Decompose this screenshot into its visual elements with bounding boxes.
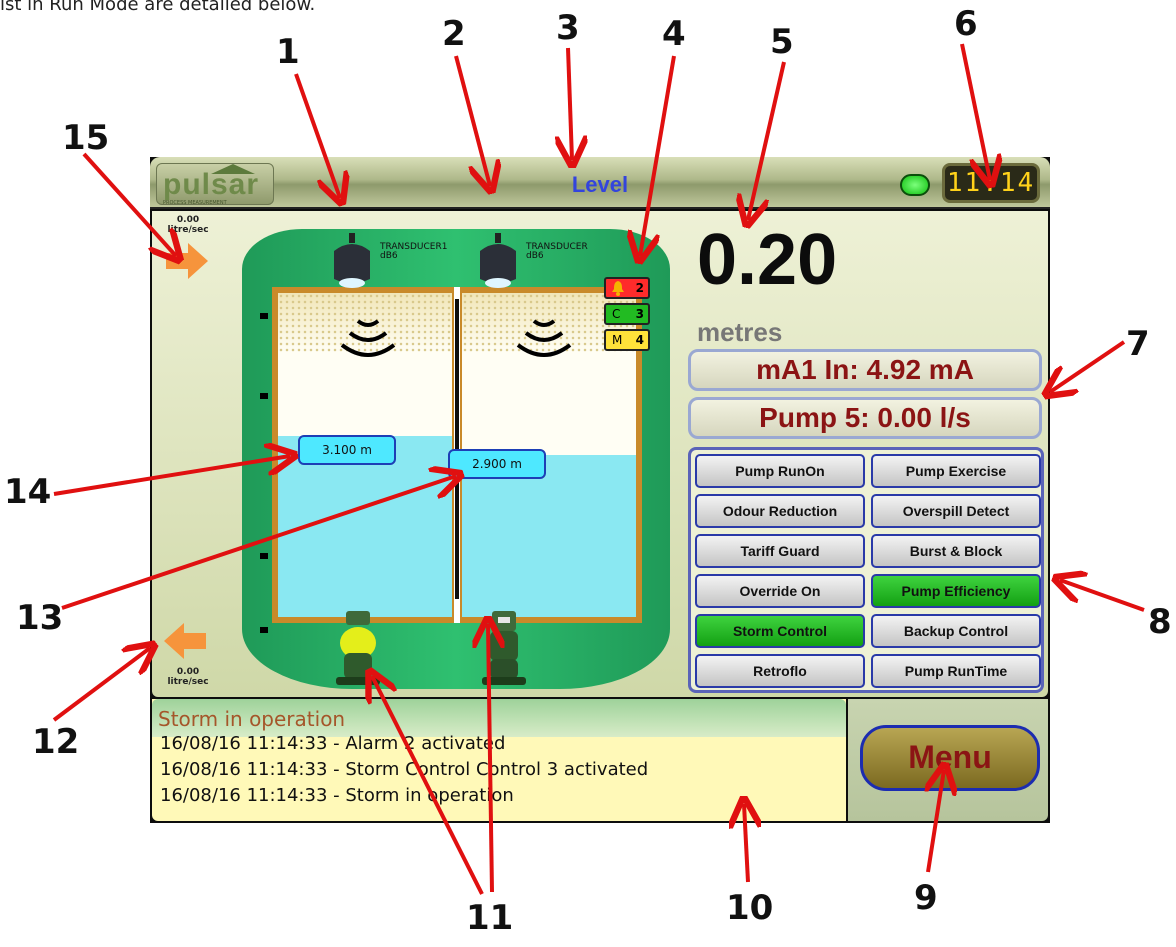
- function-button-tariff-guard[interactable]: Tariff Guard: [695, 534, 865, 568]
- function-button-storm-control[interactable]: Storm Control: [695, 614, 865, 648]
- annotation-5: 5: [770, 22, 794, 62]
- function-button-burst-block[interactable]: Burst & Block: [871, 534, 1041, 568]
- scale-tick: [260, 627, 268, 633]
- log-entry: 16/08/16 11:14:33 - Storm in operation: [160, 785, 514, 806]
- arrow-3: [568, 47, 572, 160]
- scale-tick: [260, 393, 268, 399]
- logo-roof-icon: [211, 164, 255, 174]
- annotation-12: 12: [32, 722, 80, 762]
- function-button-retroflo[interactable]: Retroflo: [695, 654, 865, 688]
- annotation-9: 9: [914, 878, 938, 918]
- annotation-14: 14: [4, 472, 52, 512]
- function-button-odour-reduction[interactable]: Odour Reduction: [695, 494, 865, 528]
- outflow-arrow-icon: [164, 623, 206, 659]
- document-caption: ist in Run Mode are detailed below.: [0, 0, 316, 15]
- function-button-overspill-detect[interactable]: Overspill Detect: [871, 494, 1041, 528]
- transducer-1-model: dB6: [380, 251, 398, 261]
- annotation-1: 1: [276, 32, 300, 72]
- main-panel: 0.00 litre/sec 0.00 litre/sec: [152, 211, 1048, 697]
- annotation-3: 3: [556, 8, 580, 48]
- function-button-backup-control[interactable]: Backup Control: [871, 614, 1041, 648]
- transducer-1-icon[interactable]: [328, 233, 376, 293]
- inflow-readout: 0.00 litre/sec: [158, 215, 218, 235]
- scale-tick: [260, 313, 268, 319]
- page-title: Level: [571, 172, 629, 197]
- function-button-override-on[interactable]: Override On: [695, 574, 865, 608]
- level-reading: 0.20: [697, 220, 838, 300]
- inflow-value: 0.00: [176, 215, 200, 225]
- inflow-arrow-icon: [166, 243, 208, 279]
- function-button-pump-efficiency[interactable]: Pump Efficiency: [871, 574, 1041, 608]
- inflow-unit: litre/sec: [167, 225, 209, 235]
- bell-icon: [612, 281, 624, 296]
- outflow-readout: 0.00 litre/sec: [158, 667, 218, 687]
- pump-1-icon[interactable]: [334, 609, 382, 689]
- menu-button[interactable]: Menu: [860, 725, 1040, 791]
- logo-subtitle: PROCESS MEASUREMENT: [163, 200, 227, 206]
- annotation-10: 10: [726, 888, 774, 928]
- alarm-count: 2: [635, 281, 644, 295]
- status-message: Storm in operation: [158, 707, 346, 731]
- transducer-2-model: dB6: [526, 251, 544, 261]
- water-level-right: [462, 455, 636, 617]
- echo-waves-icon: [516, 319, 572, 357]
- clock-display: 11:14: [942, 163, 1040, 203]
- annotation-7: 7: [1126, 324, 1150, 364]
- misc-letter: M: [612, 333, 623, 347]
- device-screen: pulsar PROCESS MEASUREMENT Level 11:14 0…: [150, 157, 1050, 823]
- transducer-2-name: TRANSDUCER: [526, 242, 588, 252]
- arrow-7: [1050, 340, 1126, 392]
- pump-2-icon[interactable]: [480, 609, 528, 689]
- level-left-value: 3.100 m: [298, 435, 396, 465]
- level-right-value: 2.900 m: [448, 449, 546, 479]
- annotation-8: 8: [1148, 602, 1172, 642]
- control-count: 3: [635, 307, 644, 321]
- control-badge[interactable]: C 3: [604, 303, 650, 325]
- log-entry: 16/08/16 11:14:33 - Alarm 2 activated: [160, 733, 506, 754]
- event-log: Storm in operation 16/08/16 11:14:33 - A…: [152, 699, 846, 821]
- level-units: metres: [697, 317, 783, 347]
- annotation-4: 4: [662, 14, 686, 54]
- function-button-pump-runtime[interactable]: Pump RunTime: [871, 654, 1041, 688]
- outflow-value: 0.00: [176, 667, 200, 677]
- control-letter: C: [612, 307, 621, 321]
- logo-text: pulsar: [163, 168, 260, 201]
- menu-panel: Menu: [848, 699, 1048, 821]
- status-led-icon: [900, 174, 930, 196]
- transducer-2-label: TRANSDUCER dB6: [526, 243, 588, 261]
- arrow-8: [1060, 580, 1145, 612]
- misc-count: 4: [635, 333, 644, 347]
- annotation-13: 13: [16, 598, 64, 638]
- misc-badge[interactable]: M 4: [604, 329, 650, 351]
- scale-tick: [260, 553, 268, 559]
- annotation-15: 15: [62, 118, 110, 158]
- pump-rate-display[interactable]: Pump 5: 0.00 l/s: [688, 397, 1042, 439]
- alarm-badge[interactable]: 2: [604, 277, 650, 299]
- ma-input-display[interactable]: mA1 In: 4.92 mA: [688, 349, 1042, 391]
- wet-well-tank: TRANSDUCER1 dB6 TRANSDUCER dB6 3.100 m 2…: [242, 229, 670, 689]
- transducer-1-label: TRANSDUCER1 dB6: [380, 243, 447, 261]
- transducer-1-name: TRANSDUCER1: [380, 242, 448, 252]
- annotation-6: 6: [954, 4, 978, 44]
- function-button-pump-runon[interactable]: Pump RunOn: [695, 454, 865, 488]
- log-entry: 16/08/16 11:14:33 - Storm Control Contro…: [160, 759, 649, 780]
- annotation-11: 11: [466, 898, 514, 938]
- annotation-2: 2: [442, 14, 466, 54]
- echo-waves-icon: [340, 319, 396, 357]
- function-button-pump-exercise[interactable]: Pump Exercise: [871, 454, 1041, 488]
- status-bar: Storm in operation: [152, 699, 846, 737]
- arrow-12: [52, 648, 150, 722]
- outflow-unit: litre/sec: [167, 677, 209, 687]
- header-bar: pulsar PROCESS MEASUREMENT Level 11:14: [150, 157, 1050, 209]
- transducer-2-icon[interactable]: [474, 233, 522, 293]
